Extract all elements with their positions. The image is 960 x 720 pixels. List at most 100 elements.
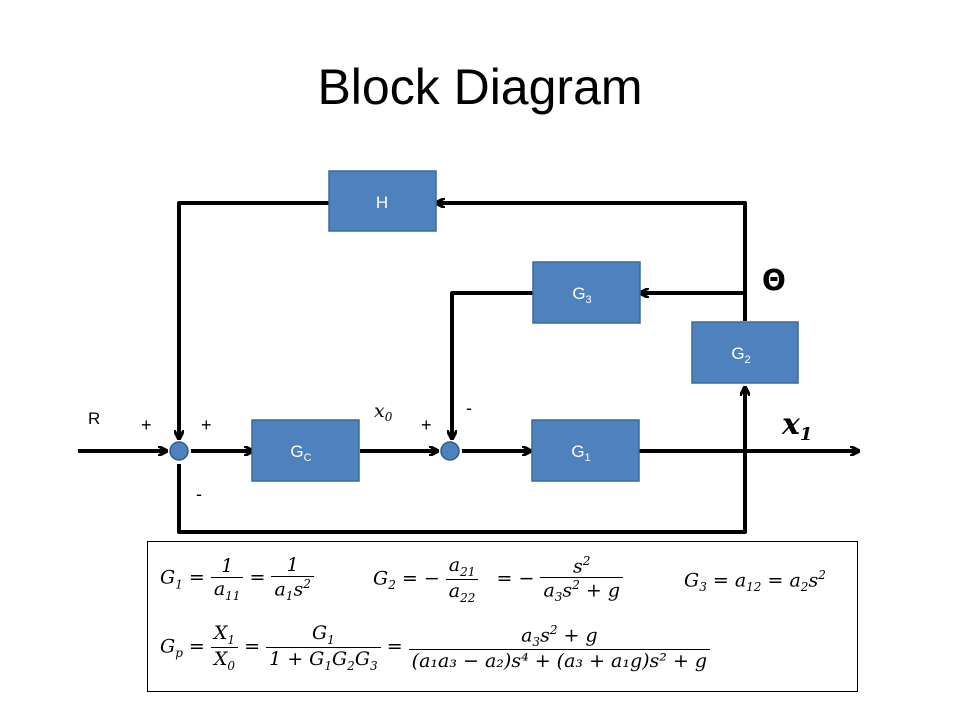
eq-gp-mid-den-s3: 3 xyxy=(370,658,378,673)
block-g2-sub: 2 xyxy=(745,354,751,366)
block-g1-sub: 1 xyxy=(585,452,591,464)
block-h: H xyxy=(328,170,437,232)
eq-gp-mid-den-g2: G xyxy=(331,647,348,670)
equation-gp: Gp = X1 X0 = G1 1 + G1G2G3 = a3s2 + g (a… xyxy=(160,622,711,673)
eq-gp-rhs-num-sup: 2 xyxy=(549,622,558,637)
eq-gp-frac-rhs: a3s2 + g (a₁a₃ − a₂)s⁴ + (a₃ + a₁g)s² + … xyxy=(408,622,711,672)
eq-g1-frac1-num: 1 xyxy=(210,555,244,578)
eq-gp-rhs-num-sub: 3 xyxy=(532,634,541,649)
eq-g2-frac2-den-s: s xyxy=(562,579,573,602)
eq-g3-sub: 3 xyxy=(699,580,707,595)
x1-feedback-loop-wire xyxy=(177,388,745,534)
eq-g2-frac1-num-sub: 21 xyxy=(460,564,476,579)
eq-gp-frac-x: X1 X0 xyxy=(210,622,239,673)
signal-r-label: R xyxy=(88,409,100,428)
eq-g3-s: s xyxy=(808,569,819,592)
equation-g2: G2 = − a21 a22 = − s2 a3s2 + g xyxy=(373,554,623,605)
block-g2-label: G xyxy=(731,344,744,363)
h-feedback-wire xyxy=(179,201,329,438)
svg-text:GC: GC xyxy=(290,442,311,464)
block-g1: G1 xyxy=(531,419,640,482)
eq-g1-frac2-den: a xyxy=(274,578,286,601)
eq-g2-sub: 2 xyxy=(388,578,396,593)
signal-x1-sub: 1 xyxy=(800,424,813,445)
eq-gp-symbol: G xyxy=(160,635,176,658)
block-g3: G3 xyxy=(532,261,641,324)
eq-gp-x-num-sub: 1 xyxy=(227,632,236,647)
eq-g1-frac2-num: 1 xyxy=(271,554,314,577)
eq-gp-rhs-den: (a₁a₃ − a₂)s⁴ + (a₃ + a₁g)s² + g xyxy=(411,649,708,672)
eq-g2-frac1-den-sub: 22 xyxy=(460,590,476,605)
block-gc-label: G xyxy=(290,442,303,461)
eq-g3-a: a xyxy=(734,569,747,592)
block-gc: GC xyxy=(251,419,360,482)
eq-g2-frac1-den: a xyxy=(448,579,461,602)
signal-x0-label: x xyxy=(374,400,385,422)
svg-text:x0: x0 xyxy=(374,400,393,424)
eq-gp-rhs-num-tail: + g xyxy=(557,624,598,647)
block-g1-label: G xyxy=(571,442,584,461)
eq-gp-x-den: X xyxy=(213,647,228,670)
sign-sum2-feedback: - xyxy=(466,398,472,418)
equations-box: G1 = 1 a11 = 1 a1s2 G2 = − a21 a22 = − s… xyxy=(147,541,858,692)
eq-g1-frac2-den-sup: 2 xyxy=(303,577,311,591)
eq-g1-frac1: 1 a11 xyxy=(210,555,244,603)
eq-gp-mid-den-s1: 1 xyxy=(324,658,332,673)
eq-g2-frac2-den-a: a xyxy=(543,579,555,602)
eq-g2-frac2-den-sub: 3 xyxy=(554,590,563,605)
summing-junction-2 xyxy=(440,441,460,461)
eq-gp-mid-den: 1 + G xyxy=(269,647,325,670)
svg-text:G2: G2 xyxy=(731,344,750,366)
eq-g2-symbol: G xyxy=(373,567,389,590)
eq-g2-frac2: s2 a3s2 + g xyxy=(540,554,623,605)
eq-g3-symbol: G xyxy=(684,569,700,592)
equation-g3: G3 = a12 = a2s2 xyxy=(684,568,826,595)
svg-text:H: H xyxy=(376,193,388,212)
eq-g2-frac1: a21 a22 xyxy=(445,554,479,605)
eq-g3-b-sub: 2 xyxy=(800,580,809,595)
eq-g2-frac2-num: s xyxy=(573,555,583,578)
summing-junction-1 xyxy=(169,441,189,461)
eq-g1-frac1-den-sub: 11 xyxy=(225,588,241,603)
block-g2: G2 xyxy=(691,321,799,384)
sign-sum2-input: + xyxy=(421,415,432,435)
eq-gp-rhs-num-s: s xyxy=(540,624,550,647)
eq-gp-frac-mid: G1 1 + G1G2G3 xyxy=(266,622,381,673)
eq-g1-frac2-den-sub: 1 xyxy=(285,589,294,604)
eq-g2-frac2-den-tail: + g xyxy=(579,579,620,602)
eq-g1-frac1-den: a xyxy=(213,577,226,600)
signal-theta-label: Θ xyxy=(762,264,786,297)
svg-text:G3: G3 xyxy=(572,284,591,306)
page-title: Block Diagram xyxy=(317,59,643,115)
eq-gp-mid-num: G xyxy=(311,622,328,644)
theta-to-h-wire xyxy=(437,203,747,321)
equation-g1: G1 = 1 a11 = 1 a1s2 xyxy=(160,554,314,603)
eq-gp-mid-num-sub: 1 xyxy=(327,632,335,647)
signal-x1-label: x xyxy=(781,407,801,442)
eq-gp-rhs-num-a: a xyxy=(521,624,533,647)
eq-g3-b: a xyxy=(789,569,801,592)
eq-g3-s-sup: 2 xyxy=(818,568,826,582)
eq-gp-x-den-sub: 0 xyxy=(227,658,236,673)
eq-gp-mid-den-g3: G xyxy=(354,647,370,670)
svg-text:G1: G1 xyxy=(571,442,590,464)
sign-sum1-input: + xyxy=(141,415,152,435)
eq-g1-frac2: 1 a1s2 xyxy=(271,554,314,604)
eq-g1-sub: 1 xyxy=(175,577,183,592)
g3-feedback-wire xyxy=(452,291,533,438)
eq-g1-symbol: G xyxy=(160,566,176,589)
sign-sum1-loop: + xyxy=(201,415,212,435)
block-g3-sub: 3 xyxy=(586,294,592,306)
svg-text:x1: x1 xyxy=(781,407,812,445)
block-g3-label: G xyxy=(572,284,585,303)
eq-g2-frac1-num: a xyxy=(448,554,461,576)
block-gc-sub: C xyxy=(304,452,312,464)
eq-g2-frac2-num-sup: 2 xyxy=(582,554,591,569)
eq-g3-a-sub: 12 xyxy=(746,580,762,595)
eq-g2-frac2-den-sup: 2 xyxy=(572,578,580,593)
eq-g1-frac2-den-tail: s xyxy=(293,578,304,601)
block-h-label: H xyxy=(376,193,388,212)
signal-x0-sub: 0 xyxy=(385,410,393,424)
eq-gp-mid-den-s2: 2 xyxy=(347,658,355,673)
